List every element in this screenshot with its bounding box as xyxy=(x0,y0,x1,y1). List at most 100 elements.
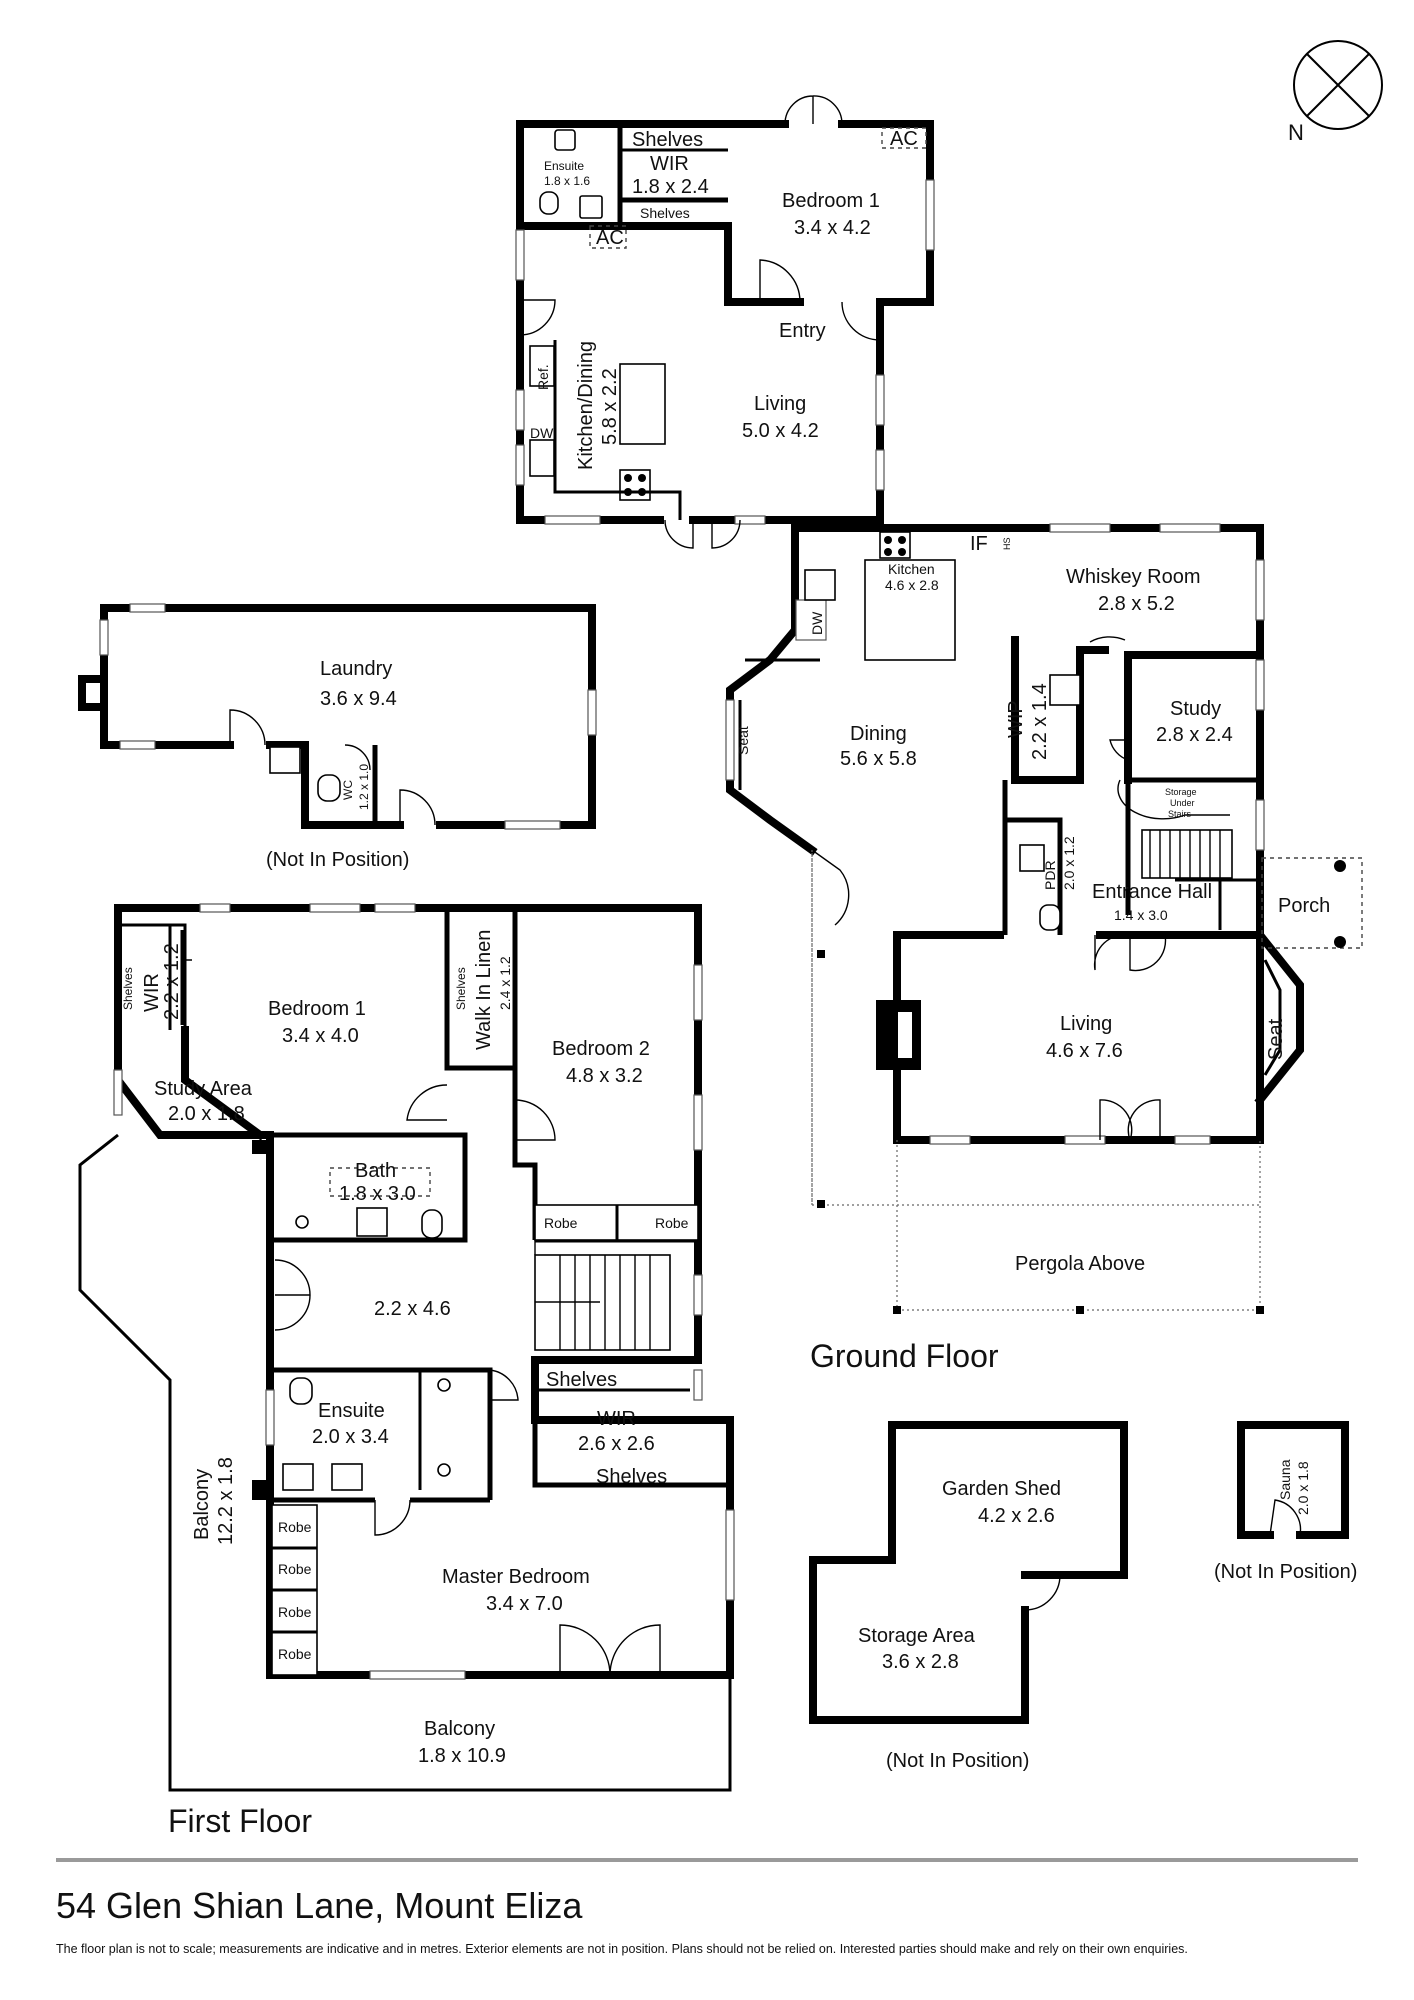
window xyxy=(875,374,885,426)
window xyxy=(925,179,935,251)
room-size: 2.0 x 1.8 xyxy=(1295,1461,1311,1515)
room-name: Shelves xyxy=(546,1369,617,1391)
door xyxy=(1269,1499,1302,1536)
room-name: Shelves xyxy=(121,967,135,1010)
room-note: (Not In Position) xyxy=(266,849,409,871)
ref-cabinet xyxy=(529,345,555,387)
room-name: Shelves xyxy=(596,1466,667,1488)
room-name: Entry xyxy=(779,320,826,342)
window xyxy=(515,389,525,431)
room-name: DW xyxy=(809,611,825,635)
ac-unit xyxy=(589,225,627,249)
room-name: Walk In Linen xyxy=(473,930,495,1050)
room-name: Laundry xyxy=(320,658,392,680)
french-door xyxy=(784,95,843,125)
basin-icon xyxy=(331,1463,363,1491)
kitchen-island xyxy=(619,363,666,445)
first-floor-title: First Floor xyxy=(168,1803,312,1839)
room-name: WIR xyxy=(650,153,689,175)
window xyxy=(265,1389,275,1446)
room-name: Storage Area xyxy=(858,1625,976,1647)
room-name: Ref. xyxy=(535,364,551,390)
ground-floor-title: Ground Floor xyxy=(810,1338,999,1374)
room-name: Garden Shed xyxy=(942,1478,1061,1500)
room-name: Bedroom 1 xyxy=(268,998,366,1020)
window xyxy=(1174,1135,1211,1145)
basin-icon xyxy=(356,1207,388,1237)
room-name: Robe xyxy=(278,1519,312,1535)
basin-icon xyxy=(1049,674,1081,706)
window xyxy=(544,515,601,525)
basin-icon xyxy=(554,129,576,151)
room-size: 2.6 x 2.6 xyxy=(578,1433,655,1455)
room-size: 3.4 x 4.0 xyxy=(282,1025,359,1047)
window xyxy=(929,1135,971,1145)
window xyxy=(515,444,525,486)
compass-icon xyxy=(1293,40,1383,130)
window xyxy=(725,699,735,781)
staircase xyxy=(1141,829,1233,879)
toilet-icon xyxy=(289,1377,313,1405)
first-floor-walls xyxy=(114,904,734,1679)
room-name: Seat xyxy=(735,726,751,755)
french-door xyxy=(559,1624,661,1676)
room-name: Ensuite xyxy=(544,159,584,173)
room-note: (Not In Position) xyxy=(886,1750,1029,1772)
room-name: Pergola Above xyxy=(1015,1253,1145,1275)
sink-icon xyxy=(269,746,301,774)
room-name: Robe xyxy=(655,1215,689,1231)
room-name: WIP xyxy=(1005,700,1027,738)
door xyxy=(374,1499,411,1536)
window xyxy=(1159,523,1221,533)
door xyxy=(406,1084,448,1121)
room-name: AC xyxy=(596,227,624,249)
fireplace-opening xyxy=(898,1012,912,1058)
room-size: 1.8 x 10.9 xyxy=(418,1745,506,1767)
shower-icon xyxy=(437,1378,451,1392)
door xyxy=(184,959,192,995)
room-name: Whiskey Room xyxy=(1066,566,1200,588)
staircase xyxy=(534,1254,671,1351)
room-size: 2.0 x 3.4 xyxy=(312,1426,389,1448)
room-size: 2.4 x 1.2 xyxy=(497,956,513,1010)
room-name: Shelves xyxy=(454,967,468,1010)
room-name: Bath xyxy=(355,1160,396,1182)
master-robes xyxy=(271,1504,318,1676)
room-note: (Not In Position) xyxy=(1214,1561,1357,1583)
door xyxy=(1129,934,1167,972)
room-size: 3.6 x 2.8 xyxy=(882,1651,959,1673)
room-name: Living xyxy=(754,393,806,415)
door xyxy=(1089,636,1126,643)
room-name: WC xyxy=(341,780,355,800)
room-size: 3.6 x 9.4 xyxy=(320,688,397,710)
window xyxy=(1255,659,1265,711)
window xyxy=(504,820,561,830)
room-name: Entrance Hall xyxy=(1092,881,1212,903)
door xyxy=(711,519,741,549)
porch-outline xyxy=(1261,857,1363,949)
window xyxy=(129,603,166,613)
room-name: Balcony xyxy=(191,1469,213,1540)
room-size: 3.4 x 4.2 xyxy=(794,217,871,239)
stair-curve xyxy=(1117,779,1230,820)
window xyxy=(309,903,361,913)
room-size: 5.8 x 2.2 xyxy=(599,368,621,445)
room-name: Shelves xyxy=(640,205,690,221)
room-size: 2.0 x 1.8 xyxy=(168,1103,245,1125)
room-size: 1.8 x 1.6 xyxy=(544,174,590,188)
room-name: AC xyxy=(890,128,918,150)
room-name: Ensuite xyxy=(318,1400,385,1422)
room-name: Living xyxy=(1060,1013,1112,1035)
door xyxy=(489,1369,519,1401)
room-name: Storage xyxy=(1165,787,1197,797)
room-name: Bedroom 2 xyxy=(552,1038,650,1060)
room-name: Study Area xyxy=(154,1078,253,1100)
window xyxy=(725,1509,735,1601)
window xyxy=(374,903,416,913)
property-address: 54 Glen Shian Lane, Mount Eliza xyxy=(56,1885,583,1926)
room-name: Porch xyxy=(1278,895,1330,917)
window xyxy=(693,1094,703,1151)
window xyxy=(1064,1135,1106,1145)
window xyxy=(693,964,703,1021)
window xyxy=(1049,523,1111,533)
